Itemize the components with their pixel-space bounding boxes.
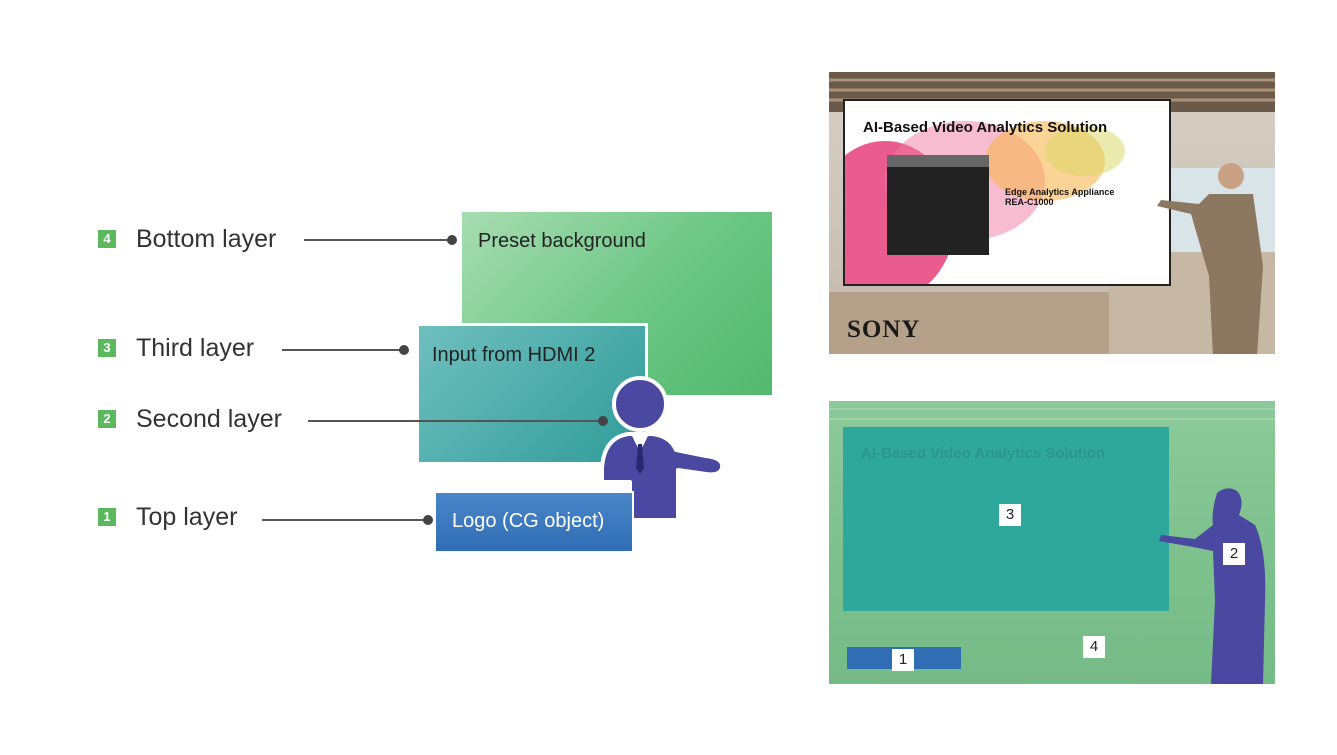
sony-logo: SONY xyxy=(847,316,921,343)
legend-badge: 4 xyxy=(98,230,116,248)
legend-badge: 1 xyxy=(98,508,116,526)
product-model: REA-C1000 xyxy=(1005,197,1054,207)
presenter-photo xyxy=(1157,163,1263,354)
connector-line xyxy=(304,239,452,241)
legend-row-second-layer: 2 Second layer xyxy=(98,405,458,435)
legend-row-top-layer: 1 Top layer xyxy=(98,503,458,533)
connector-line xyxy=(308,420,602,422)
layer-tag-3: 3 xyxy=(999,504,1021,526)
legend-label: Third layer xyxy=(136,334,255,362)
connector-line xyxy=(282,349,404,351)
connector-dot xyxy=(399,345,409,355)
legend-label: Bottom layer xyxy=(136,225,277,253)
connector-line xyxy=(262,519,428,521)
legend-label: Top layer xyxy=(136,503,238,531)
third-layer-label: Input from HDMI 2 xyxy=(432,344,596,366)
connector-dot xyxy=(423,515,433,525)
connector-dot xyxy=(598,416,608,426)
product-name: Edge Analytics Appliance xyxy=(1005,187,1115,197)
layer-tag-1: 1 xyxy=(892,649,914,671)
connector-dot xyxy=(447,235,457,245)
slide: AI-Based Video Analytics Solution Edge A… xyxy=(843,99,1171,286)
layer-tag-2: 2 xyxy=(1223,543,1245,565)
legend-row-bottom-layer: 4 Bottom layer xyxy=(98,225,458,255)
slide-title: AI-Based Video Analytics Solution xyxy=(863,119,1108,136)
layer-breakdown-image: AI-Based Video Analytics Solution 3 2 1 … xyxy=(829,401,1275,684)
legend-label: Second layer xyxy=(136,405,282,433)
top-layer-box: Logo (CG object) xyxy=(434,491,634,553)
slide-title-faint: AI-Based Video Analytics Solution xyxy=(861,445,1106,462)
bottom-layer-label: Preset background xyxy=(478,230,646,252)
composite-output-image: AI-Based Video Analytics Solution Edge A… xyxy=(829,72,1275,354)
legend-row-third-layer: 3 Third layer xyxy=(98,334,458,364)
legend-badge: 2 xyxy=(98,410,116,428)
appliance-image xyxy=(887,155,989,255)
studio-background-tinted xyxy=(829,408,1275,684)
top-layer-label: Logo (CG object) xyxy=(452,510,605,532)
legend-badge: 3 xyxy=(98,339,116,357)
layer-tag-4: 4 xyxy=(1083,636,1105,658)
